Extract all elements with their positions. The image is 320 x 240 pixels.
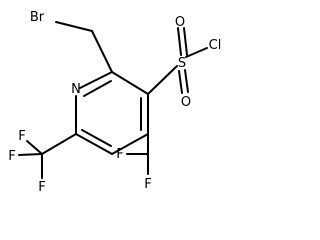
bond-s-o-bottom-a <box>178 70 183 94</box>
atom-s: S <box>178 56 186 71</box>
bond-s-o-top-b <box>183 27 188 56</box>
bond-c4-c5 <box>111 133 149 155</box>
bond-s-o-bottom-b <box>184 69 189 93</box>
atom-f-cf3-top: F <box>18 129 25 144</box>
bond-ch2-c2 <box>91 30 113 73</box>
bonds <box>18 21 208 179</box>
atom-f-chf2-bottom: F <box>144 177 151 192</box>
atom-o-bottom: O <box>181 95 191 110</box>
atom-f-cf3-left: F <box>8 149 15 164</box>
bond-c6-cf3 <box>41 133 77 155</box>
bond-s-cl <box>185 47 208 58</box>
bond-c3-s <box>147 65 178 95</box>
molecule-structure: Br N S Cl O O F F F F F <box>8 10 221 195</box>
bond-s-o-top-a <box>177 27 182 56</box>
atom-n: N <box>71 82 81 97</box>
atom-f-cf3-bottom: F <box>38 180 45 195</box>
atom-cl: Cl <box>209 38 222 53</box>
atom-f-chf2-left: F <box>116 147 123 162</box>
atom-labels: Br N S Cl O O F F F F F <box>8 10 221 195</box>
atom-o-top: O <box>175 15 185 30</box>
bond-n-c2-inner <box>83 80 112 97</box>
bond-c2-c3 <box>111 71 149 95</box>
bond-c5-c6-inner <box>81 129 112 147</box>
bond-c5-c6 <box>75 133 113 155</box>
bond-cf3-f-top <box>26 140 43 155</box>
bond-n-c2 <box>79 71 113 89</box>
bond-br-ch2 <box>55 21 93 32</box>
bond-cf3-f-left <box>18 153 43 156</box>
atom-br: Br <box>30 10 45 25</box>
